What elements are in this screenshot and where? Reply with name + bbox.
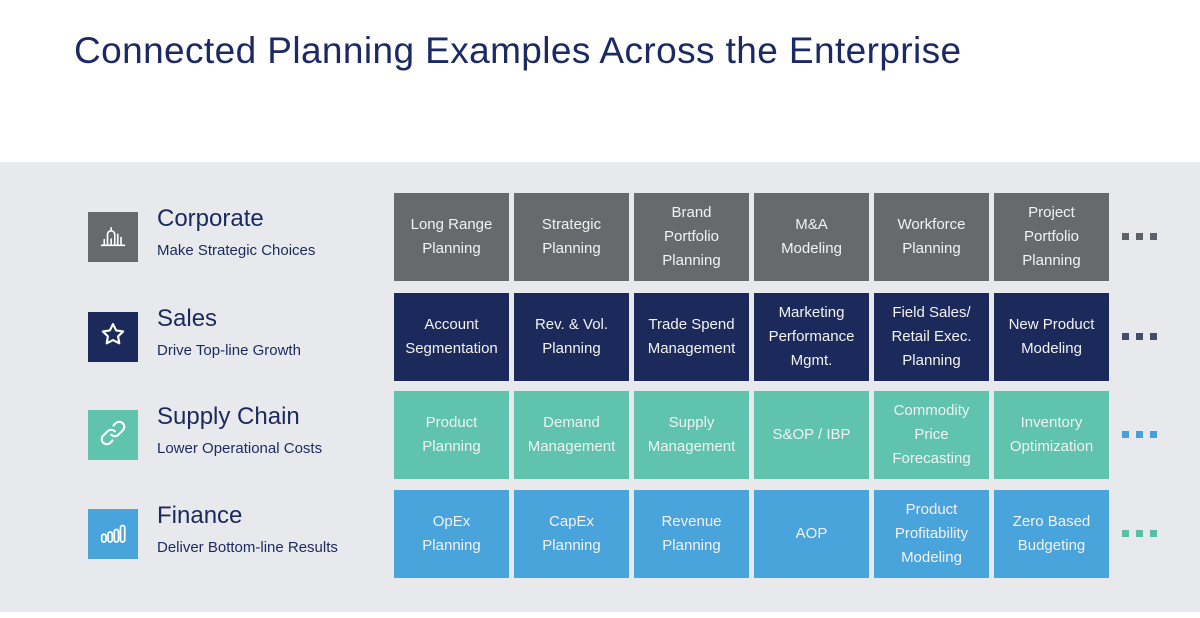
plan-box: Long Range Planning: [394, 193, 509, 281]
plan-box: Brand Portfolio Planning: [634, 193, 749, 281]
ellipsis-dots: [1122, 233, 1157, 240]
ellipsis-dots: [1122, 530, 1157, 537]
ellipsis-dots: [1122, 431, 1157, 438]
row-subtitle: Deliver Bottom-line Results: [157, 538, 338, 556]
plan-box: Rev. & Vol. Planning: [514, 293, 629, 381]
row-supply-chain: Supply Chain Lower Operational Costs Pro…: [0, 391, 1200, 479]
building-icon: [98, 220, 128, 255]
row-subtitle: Lower Operational Costs: [157, 439, 323, 457]
plan-box: S&OP / IBP: [754, 391, 869, 479]
supply-chain-heading: Supply Chain Lower Operational Costs: [157, 403, 322, 457]
plan-box: Marketing Performance Mgmt.: [754, 293, 869, 381]
plan-box: Zero Based Budgeting: [994, 490, 1109, 578]
sales-icon-tile: [88, 312, 138, 362]
page-title: Connected Planning Examples Across the E…: [74, 30, 962, 71]
corporate-boxes: Long Range Planning Strategic Planning B…: [394, 193, 1109, 281]
plan-box: Commodity Price Forecasting: [874, 391, 989, 479]
plan-box: CapEx Planning: [514, 490, 629, 578]
plan-box: Workforce Planning: [874, 193, 989, 281]
plan-box: Field Sales/ Retail Exec. Planning: [874, 293, 989, 381]
supply-chain-icon-tile: [88, 410, 138, 460]
plan-box: AOP: [754, 490, 869, 578]
chain-link-icon: [98, 418, 128, 453]
plan-box: OpEx Planning: [394, 490, 509, 578]
finance-heading: Finance Deliver Bottom-line Results: [157, 502, 338, 556]
plan-box: Supply Management: [634, 391, 749, 479]
plan-box: Strategic Planning: [514, 193, 629, 281]
corporate-icon-tile: [88, 212, 138, 262]
finance-boxes: OpEx Planning CapEx Planning Revenue Pla…: [394, 490, 1109, 578]
ellipsis-dots: [1122, 333, 1157, 340]
plan-box: Inventory Optimization: [994, 391, 1109, 479]
sales-heading: Sales Drive Top-line Growth: [157, 305, 301, 359]
row-label: Sales: [157, 305, 218, 332]
row-finance: Finance Deliver Bottom-line Results OpEx…: [0, 490, 1200, 578]
plan-box: Demand Management: [514, 391, 629, 479]
sales-boxes: Account Segmentation Rev. & Vol. Plannin…: [394, 293, 1109, 381]
row-label: Finance: [157, 502, 243, 529]
plan-box: Product Profitability Modeling: [874, 490, 989, 578]
plan-box: M&A Modeling: [754, 193, 869, 281]
row-sales: Sales Drive Top-line Growth Account Segm…: [0, 293, 1200, 381]
plan-box: Revenue Planning: [634, 490, 749, 578]
row-subtitle: Drive Top-line Growth: [157, 341, 301, 359]
row-label: Corporate: [157, 205, 264, 232]
finance-icon-tile: [88, 509, 138, 559]
row-label: Supply Chain: [157, 403, 300, 430]
plan-box: Product Planning: [394, 391, 509, 479]
supply-chain-boxes: Product Planning Demand Management Suppl…: [394, 391, 1109, 479]
row-corporate: Corporate Make Strategic Choices Long Ra…: [0, 193, 1200, 281]
row-subtitle: Make Strategic Choices: [157, 241, 316, 259]
plan-box: Trade Spend Management: [634, 293, 749, 381]
bar-chart-icon: [98, 517, 128, 552]
plan-box: Project Portfolio Planning: [994, 193, 1109, 281]
star-icon: [97, 319, 129, 356]
plan-box: Account Segmentation: [394, 293, 509, 381]
plan-box: New Product Modeling: [994, 293, 1109, 381]
corporate-heading: Corporate Make Strategic Choices: [157, 205, 315, 259]
